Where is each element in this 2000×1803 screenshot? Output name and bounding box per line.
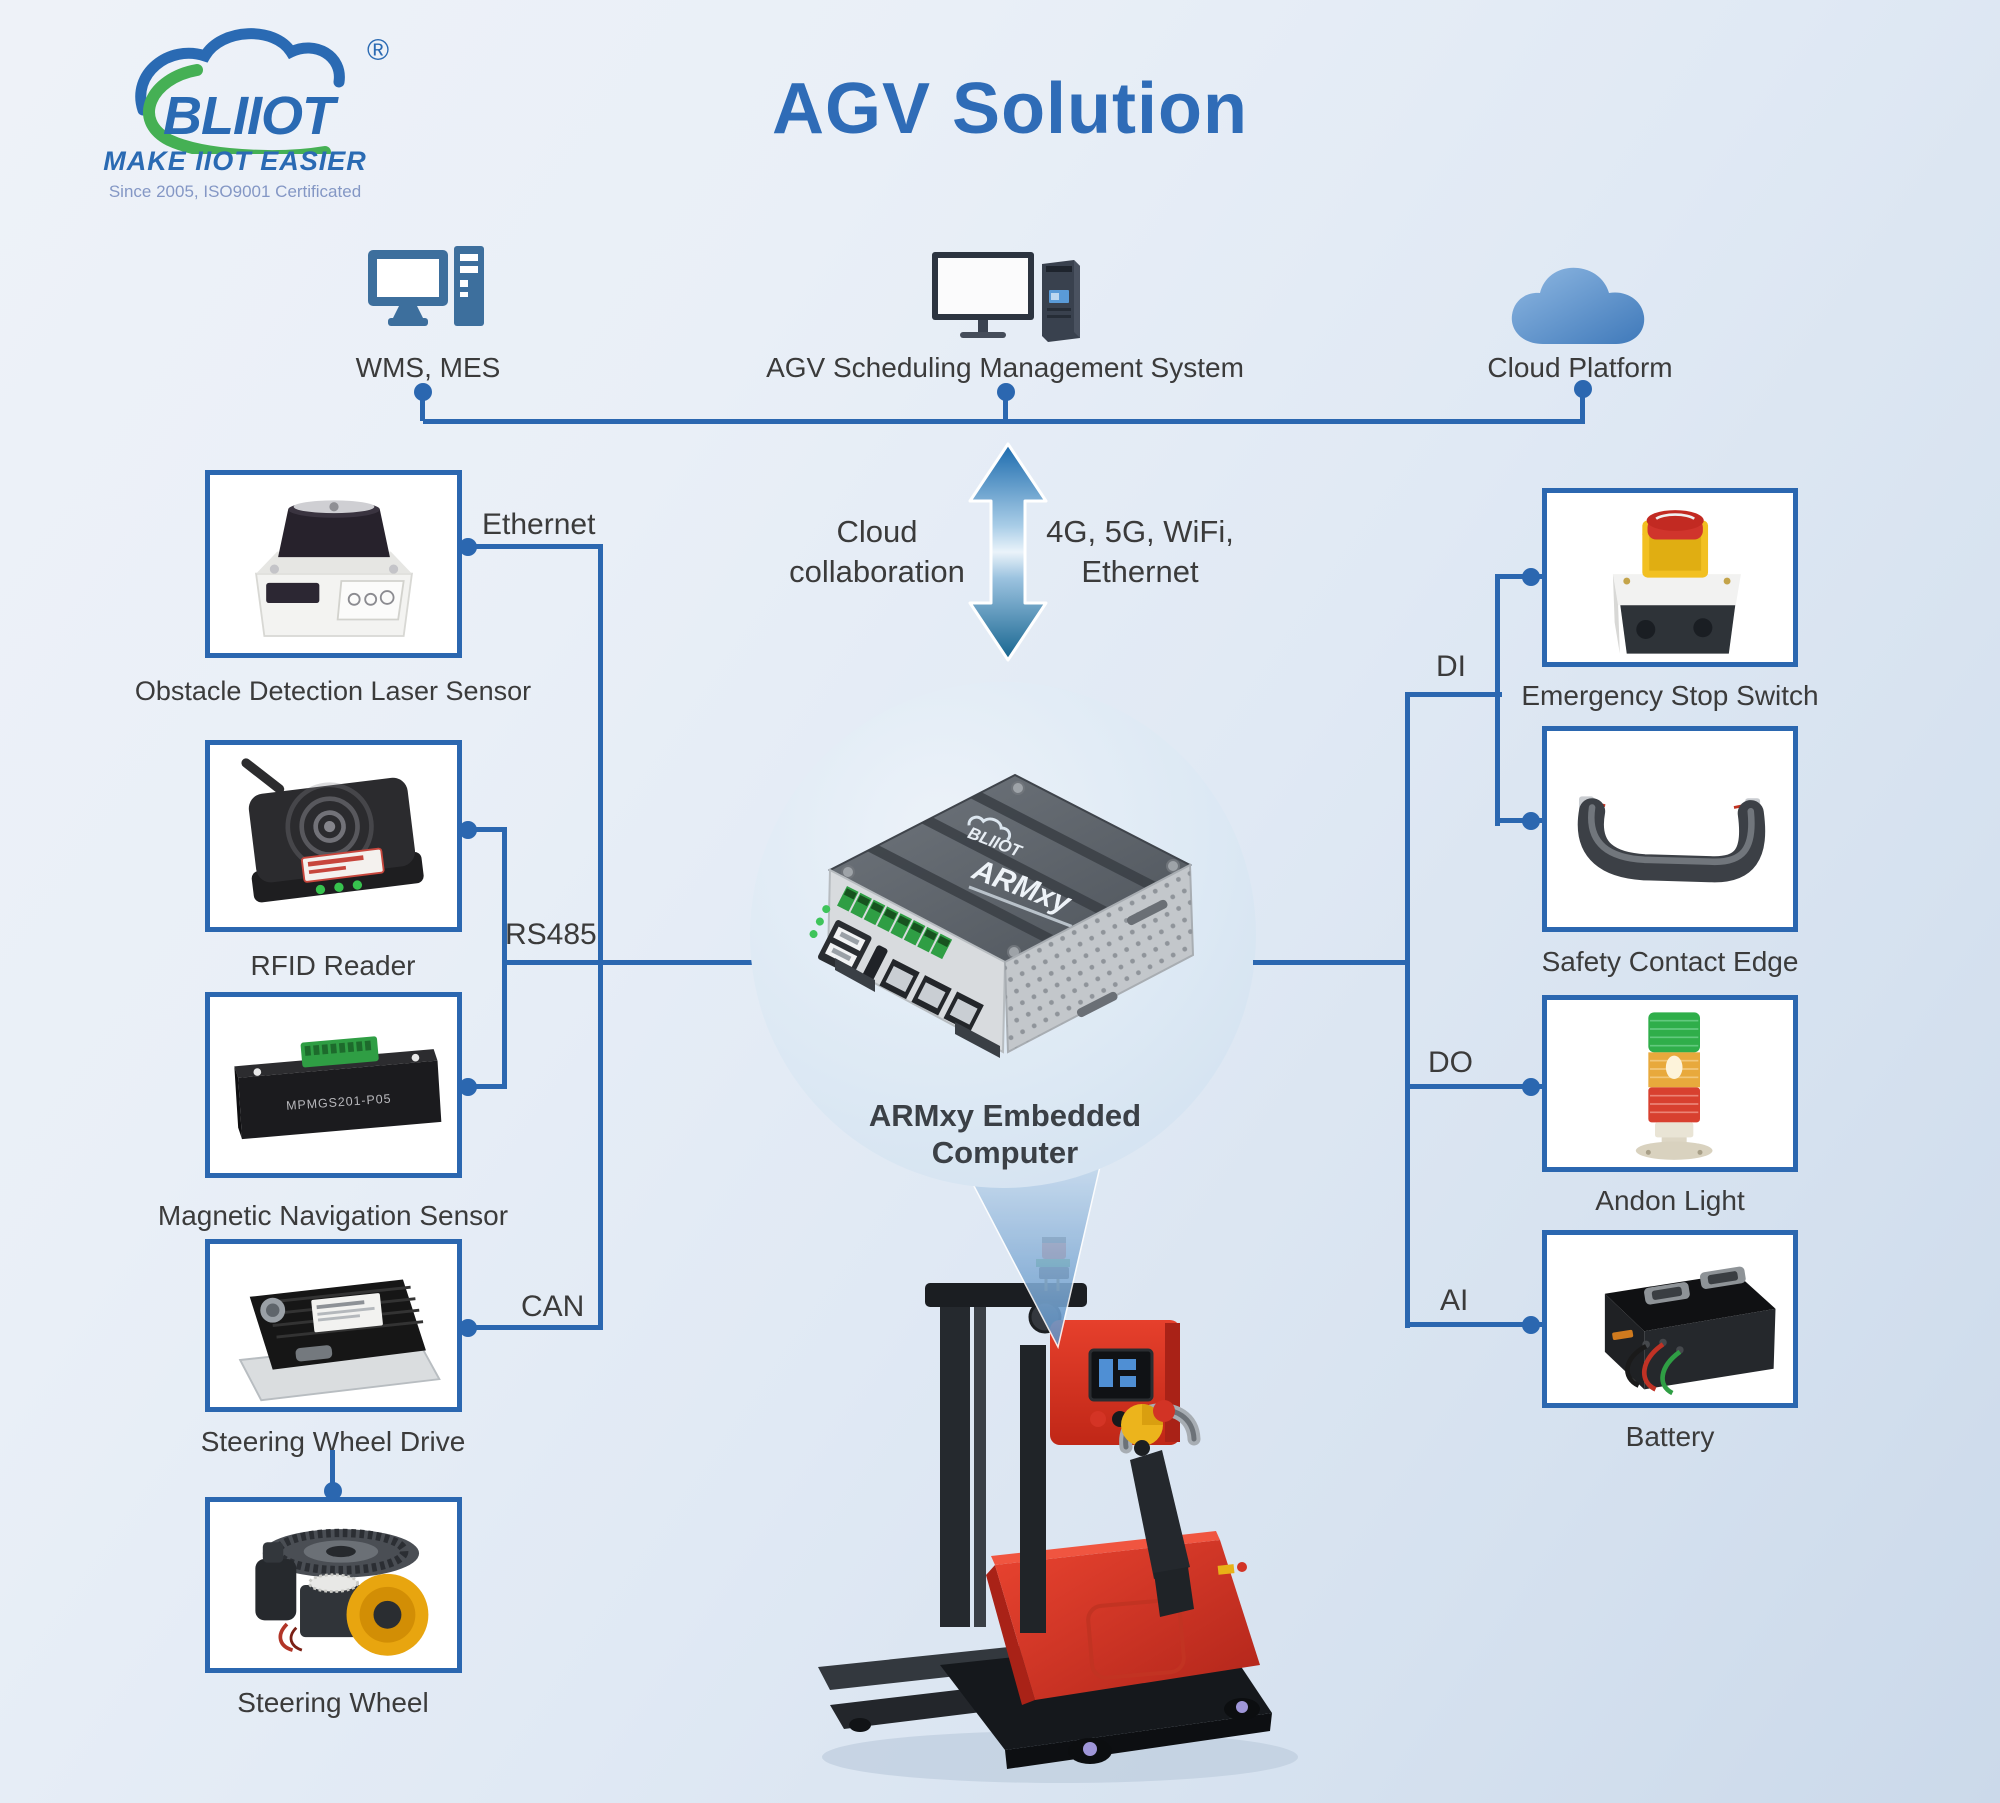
cloud-node-dot bbox=[1574, 380, 1592, 398]
laser-sensor-box bbox=[205, 470, 462, 658]
estop-line bbox=[1497, 574, 1542, 579]
andon-dot bbox=[1522, 1078, 1540, 1096]
steering-wheel-box bbox=[205, 1497, 462, 1673]
steering-link-line bbox=[330, 1450, 335, 1500]
battery-image bbox=[1604, 1266, 1775, 1396]
estop-image bbox=[1612, 509, 1741, 654]
contact-edge-line bbox=[1497, 818, 1542, 823]
ai-line bbox=[1405, 1322, 1542, 1327]
di-branch-line bbox=[1495, 574, 1500, 826]
andon-light-box bbox=[1542, 995, 1798, 1172]
estop-box bbox=[1542, 488, 1798, 667]
top-bus-line bbox=[423, 419, 1585, 424]
uplink-left-label: Cloud collaboration bbox=[727, 512, 1027, 591]
left-trunk-line bbox=[598, 544, 603, 1330]
estop-label: Emergency Stop Switch bbox=[1521, 680, 1819, 711]
do-label: DO bbox=[1428, 1046, 1473, 1079]
do-line bbox=[1405, 1084, 1542, 1089]
steering-drive-box bbox=[205, 1239, 462, 1412]
ai-label: AI bbox=[1440, 1284, 1469, 1317]
steering-wheel-label: Steering Wheel bbox=[237, 1687, 429, 1718]
can-dot bbox=[459, 1319, 477, 1337]
scheduler-stub-line bbox=[1003, 391, 1008, 421]
rfid-reader-box bbox=[205, 740, 462, 932]
battery-label: Battery bbox=[1625, 1421, 1715, 1452]
armxy-label-line2: Computer bbox=[931, 1134, 1079, 1170]
ethernet-dot bbox=[459, 538, 477, 556]
top-node-wms-label: WMS, MES bbox=[355, 352, 501, 383]
armxy-computer-image: BLIIOT ARMxy bbox=[809, 773, 1195, 1058]
agv-forklift-image bbox=[818, 1237, 1298, 1783]
can-label: CAN bbox=[521, 1290, 585, 1323]
steering-link-dot bbox=[324, 1482, 342, 1500]
rs485-label: RS485 bbox=[505, 918, 597, 951]
contact-edge-dot bbox=[1522, 812, 1540, 830]
desktop-pc-icon bbox=[932, 252, 1080, 342]
uplink-right-line2: Ethernet bbox=[1081, 553, 1199, 589]
rfid-dot bbox=[459, 821, 477, 839]
logo-certificate: Since 2005, ISO9001 Certificated bbox=[108, 182, 362, 201]
andon-light-label: Andon Light bbox=[1595, 1185, 1745, 1216]
rs485-branch-line bbox=[502, 827, 507, 1089]
rfid-reader-label: RFID Reader bbox=[250, 950, 416, 981]
uplink-left-line2: collaboration bbox=[789, 553, 965, 589]
scheduler-node-dot bbox=[997, 383, 1015, 401]
contact-edge-box bbox=[1542, 726, 1798, 932]
cloud-stub-line bbox=[1580, 388, 1585, 421]
armxy-label-line1: ARMxy Embedded bbox=[868, 1098, 1142, 1133]
armxy-label: ARMxy Embedded Computer bbox=[795, 1098, 1215, 1171]
andon-light-image bbox=[1635, 1011, 1713, 1160]
magnetic-sensor-box: MPMGS201-P05 bbox=[205, 992, 462, 1178]
top-node-scheduler-label: AGV Scheduling Management System bbox=[766, 352, 1244, 383]
uplink-right-label: 4G, 5G, WiFi, Ethernet bbox=[990, 512, 1290, 591]
logo-tagline: MAKE IIOT EASIER bbox=[103, 146, 367, 176]
rs485-to-computer-line bbox=[502, 960, 755, 965]
wms-stub-line bbox=[420, 391, 425, 421]
magnetic-dot bbox=[459, 1078, 477, 1096]
ethernet-label: Ethernet bbox=[482, 508, 596, 541]
rfid-line bbox=[459, 827, 507, 832]
magnetic-sensor-image: MPMGS201-P05 bbox=[233, 1035, 441, 1139]
steering-drive-image bbox=[238, 1279, 441, 1401]
steering-wheel-image bbox=[255, 1528, 429, 1656]
battery-box bbox=[1542, 1230, 1798, 1408]
wms-node-dot bbox=[414, 383, 432, 401]
magnetic-sensor-label: Magnetic Navigation Sensor bbox=[157, 1200, 509, 1231]
can-line bbox=[459, 1325, 603, 1330]
contact-edge-image bbox=[1577, 796, 1765, 883]
right-trunk-line bbox=[1405, 692, 1410, 1328]
uplink-left-line1: Cloud bbox=[836, 514, 918, 549]
page-title: AGV Solution bbox=[772, 69, 1248, 149]
laser-sensor-image bbox=[254, 499, 413, 637]
di-label: DI bbox=[1436, 650, 1466, 683]
uplink-right-line1: 4G, 5G, WiFi, bbox=[1046, 514, 1234, 549]
logo-brand-text: BLIIOT bbox=[163, 86, 339, 146]
logo-registered-mark: ® bbox=[367, 34, 389, 67]
contact-edge-label: Safety Contact Edge bbox=[1541, 946, 1799, 977]
magnetic-line bbox=[459, 1084, 507, 1089]
bidirectional-arrow-icon bbox=[968, 442, 1048, 662]
laser-sensor-label: Obstacle Detection Laser Sensor bbox=[134, 676, 532, 706]
top-node-cloud-label: Cloud Platform bbox=[1487, 352, 1673, 383]
battery-dot bbox=[1522, 1316, 1540, 1334]
ethernet-line bbox=[459, 544, 603, 549]
workstation-icon bbox=[368, 246, 484, 326]
cloud-icon bbox=[1511, 267, 1645, 344]
di-line bbox=[1405, 692, 1502, 697]
computer-to-right-line bbox=[1253, 960, 1410, 965]
bliiot-logo-icon: BLIIOT ® bbox=[135, 28, 389, 154]
estop-dot bbox=[1522, 568, 1540, 586]
rfid-reader-image bbox=[241, 758, 424, 903]
